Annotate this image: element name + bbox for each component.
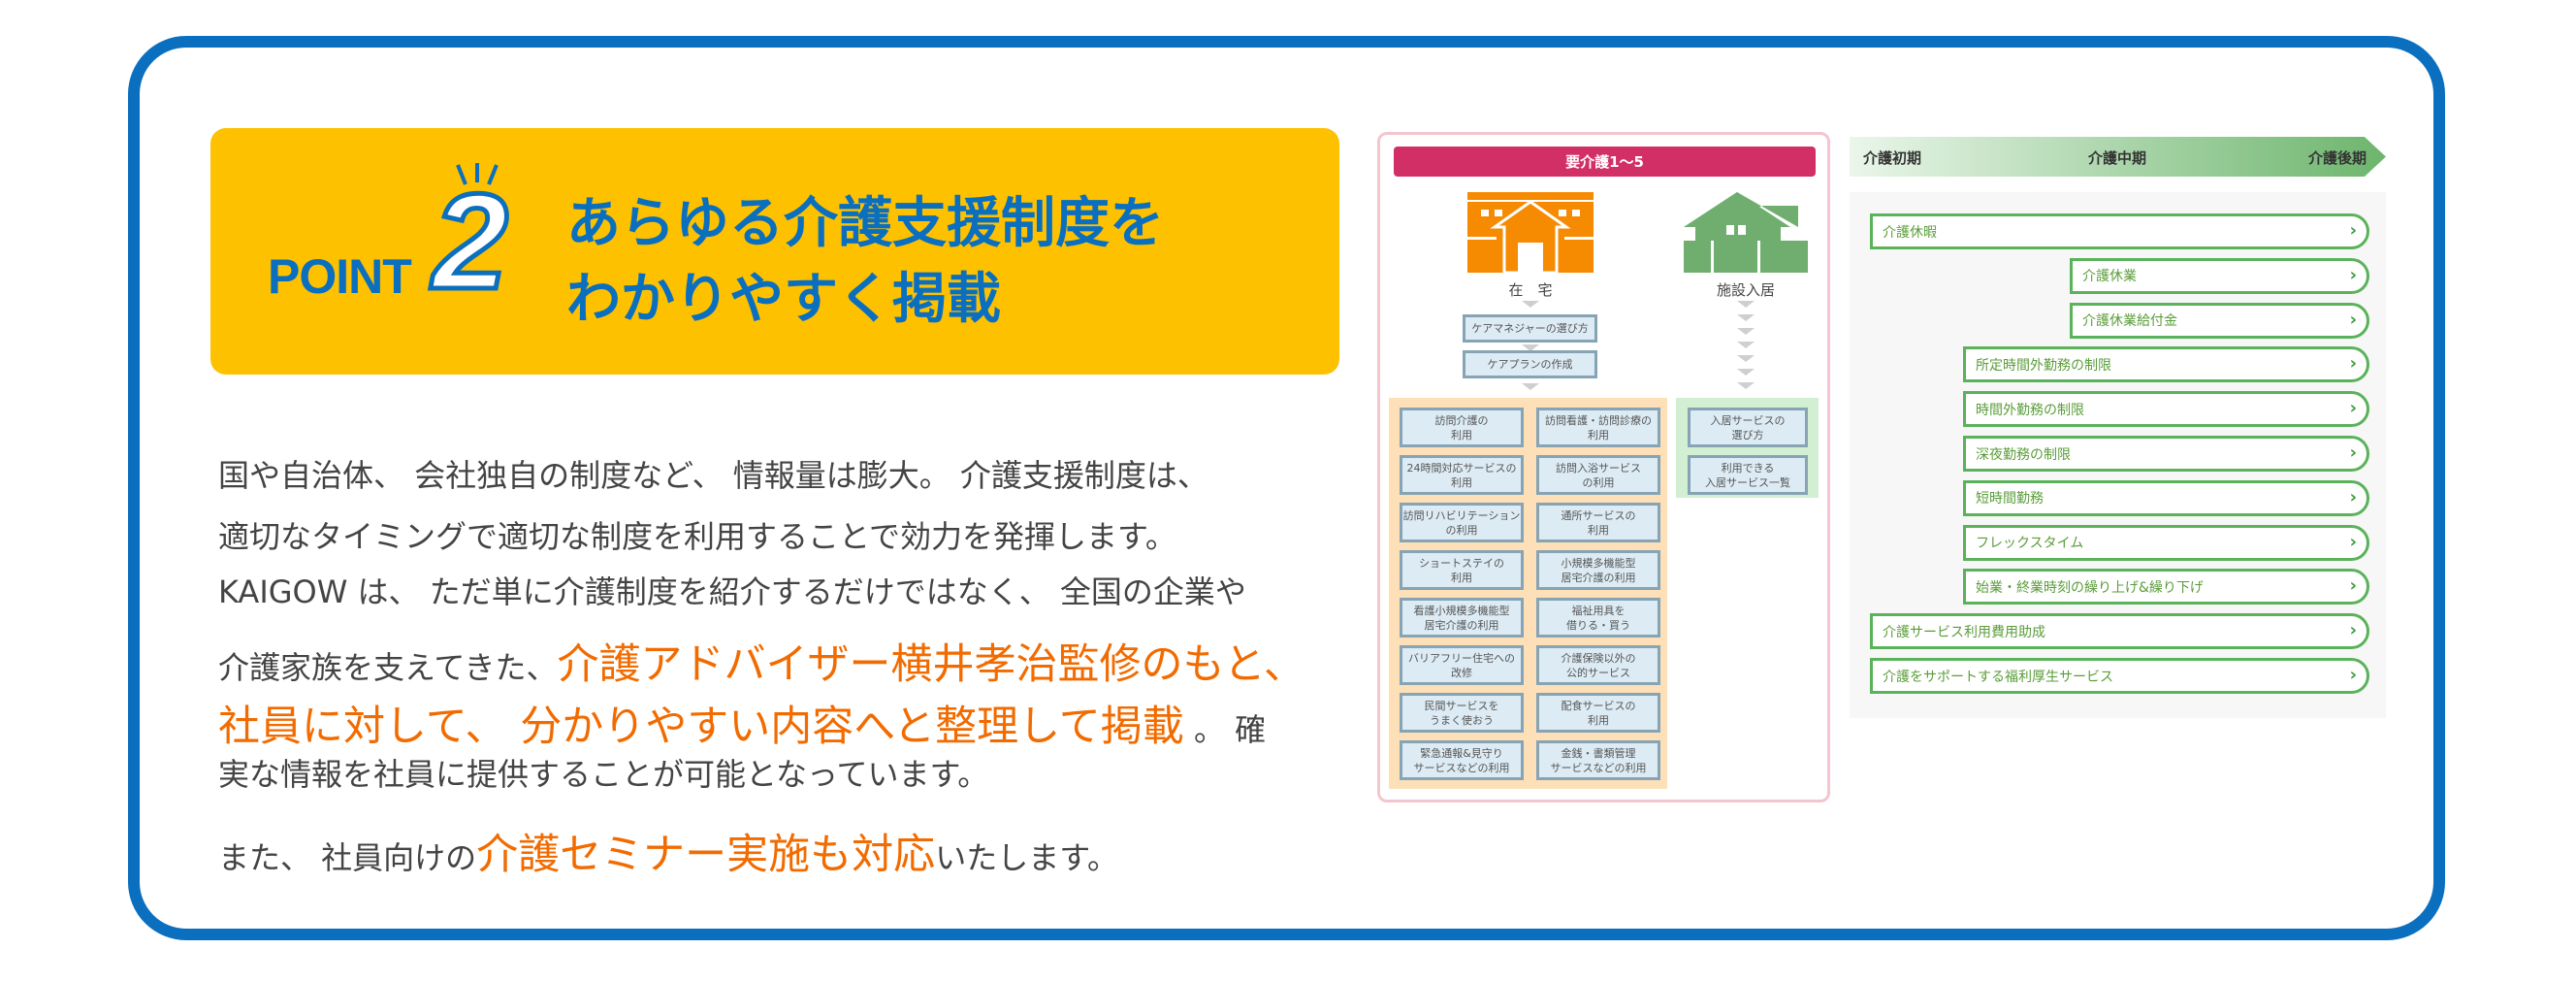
down-arrow-icon	[1737, 369, 1755, 376]
support-item-link[interactable]: 短時間勤務 ›	[1963, 479, 2369, 516]
facility-service-box[interactable]: 入居サービスの 選び方	[1688, 408, 1808, 447]
highlight-text: 介護セミナー実施も対応	[476, 831, 936, 879]
support-item-label: 介護をサポートする福利厚生サービス	[1883, 669, 2113, 685]
down-arrow-icon	[1737, 301, 1755, 308]
support-item-label: フレックスタイム	[1976, 536, 2084, 552]
chevron-right-icon: ›	[2349, 486, 2357, 507]
support-item-link[interactable]: 介護休暇 ›	[1870, 213, 2369, 249]
support-item-link[interactable]: 始業・終業時刻の繰り上げ&繰り下げ ›	[1963, 569, 2369, 606]
home-service-box[interactable]: ショートステイの 利用	[1400, 550, 1524, 590]
stage-early: 介護初期	[1863, 149, 1922, 167]
highlight-text: 社員に対して、 分かりやすい内容へと整理して掲載	[218, 703, 1184, 751]
support-item-link[interactable]: 介護休業 ›	[2070, 257, 2369, 294]
home-service-box[interactable]: 配食サービスの 利用	[1536, 693, 1660, 733]
chevron-right-icon: ›	[2349, 309, 2357, 330]
body-line: KAIGOW は、 ただ単に介護制度を紹介するだけではなく、 全国の企業や	[218, 573, 1246, 610]
support-item-label: 始業・終業時刻の繰り上げ&繰り下げ	[1976, 579, 2204, 596]
support-item-link[interactable]: 介護をサポートする福利厚生サービス ›	[1870, 658, 2369, 694]
body-line: 実な情報を社員に提供することが可能となっています。	[218, 756, 989, 793]
chevron-right-icon: ›	[2349, 575, 2357, 597]
body-text: 。 確	[1183, 711, 1267, 748]
chevron-right-icon: ›	[2349, 353, 2357, 375]
body-line: 国や自治体、 会社独自の制度など、 情報量は膨大。 介護支援制度は、	[218, 457, 1208, 494]
facility-label: 施設入居	[1716, 281, 1775, 299]
body-line: 介護家族を支えてきた、介護アドバイザー横井孝治監修のもと、	[218, 631, 1305, 691]
home-service-box[interactable]: 看護小規模多機能型 居宅介護の利用	[1400, 598, 1524, 638]
chevron-right-icon: ›	[2349, 531, 2357, 552]
support-item-label: 介護サービス利用費用助成	[1883, 624, 2045, 640]
card-frame	[128, 36, 2445, 940]
chevron-right-icon: ›	[2349, 264, 2357, 285]
home-service-box[interactable]: 訪問リハビリテーション の利用	[1400, 503, 1524, 542]
care-plan-box[interactable]: ケアプランの作成	[1463, 350, 1597, 378]
down-arrow-icon	[1737, 382, 1755, 389]
support-item-label: 深夜勤務の制限	[1976, 446, 2071, 463]
body-text: 介護家族を支えてきた、	[218, 649, 558, 686]
body-text: また、 社員向けの	[218, 839, 477, 876]
down-arrow-icon	[1522, 301, 1539, 308]
support-item-link[interactable]: フレックスタイム ›	[1963, 524, 2369, 561]
support-item-link[interactable]: 時間外勤務の制限 ›	[1963, 391, 2369, 428]
point-number: 2	[431, 163, 511, 320]
support-item-link[interactable]: 介護休業給付金 ›	[2070, 302, 2369, 339]
home-label: 在 宅	[1508, 281, 1553, 299]
home-service-box[interactable]: バリアフリー住宅への 改修	[1400, 645, 1524, 685]
support-item-link[interactable]: 介護サービス利用費用助成 ›	[1870, 613, 2369, 650]
home-service-box[interactable]: 24時間対応サービスの 利用	[1400, 455, 1524, 495]
chevron-right-icon: ›	[2349, 442, 2357, 463]
facility-house-icon	[1684, 192, 1808, 273]
support-item-label: 介護休業給付金	[2082, 313, 2177, 330]
chevron-right-icon: ›	[2349, 220, 2357, 241]
support-item-label: 所定時間外勤務の制限	[1976, 357, 2111, 374]
home-service-box[interactable]: 訪問介護の 利用	[1400, 408, 1524, 447]
facility-service-box[interactable]: 利用できる 入居サービス一覧	[1688, 455, 1808, 495]
highlight-text: 介護アドバイザー横井孝治監修のもと、	[557, 640, 1305, 689]
support-item-link[interactable]: 深夜勤務の制限 ›	[1963, 436, 2369, 472]
body-line: 社員に対して、 分かりやすい内容へと整理して掲載 。 確	[218, 693, 1266, 753]
point-label: POINT	[268, 249, 412, 304]
home-service-box[interactable]: 金銭・書類管理 サービスなどの利用	[1536, 740, 1660, 780]
sparkle-icon	[456, 163, 499, 185]
support-item-link[interactable]: 所定時間外勤務の制限 ›	[1963, 346, 2369, 383]
title-line: わかりやすく掲載	[566, 268, 1001, 331]
support-item-label: 短時間勤務	[1976, 491, 2044, 507]
stage-middle: 介護中期	[2088, 149, 2147, 167]
down-arrow-icon	[1737, 355, 1755, 362]
body-line: 適切なタイミングで適切な制度を利用することで効力を発揮します。	[218, 518, 1176, 555]
title-line: あらゆる介護支援制度を	[566, 192, 1164, 255]
chevron-right-icon: ›	[2349, 620, 2357, 641]
down-arrow-icon	[1522, 344, 1539, 351]
chevron-right-icon: ›	[2349, 665, 2357, 685]
chevron-right-icon: ›	[2349, 398, 2357, 419]
home-service-box[interactable]: 通所サービスの 利用	[1536, 503, 1660, 542]
down-arrow-icon	[1737, 342, 1755, 348]
home-service-box[interactable]: 訪問看護・訪問診療の 利用	[1536, 408, 1660, 447]
body-line: また、 社員向けの介護セミナー実施も対応いたします。	[218, 821, 1118, 881]
down-arrow-icon	[1522, 383, 1539, 390]
section-title: あらゆる介護支援制度をわかりやすく掲載	[566, 186, 1164, 338]
home-building-icon	[1467, 192, 1594, 273]
support-item-label: 介護休暇	[1883, 224, 1937, 241]
home-service-box[interactable]: 緊急通報&見守り サービスなどの利用	[1400, 740, 1524, 780]
home-service-box[interactable]: 小規模多機能型 居宅介護の利用	[1536, 550, 1660, 590]
down-arrow-icon	[1737, 328, 1755, 335]
home-service-box[interactable]: 福祉用具を 借りる・買う	[1536, 598, 1660, 638]
support-item-label: 時間外勤務の制限	[1976, 402, 2084, 418]
care-stage-bar: 介護初期 介護中期 介護後期	[1850, 137, 2386, 177]
stage-late: 介護後期	[2308, 149, 2367, 167]
home-service-box[interactable]: 訪問入浴サービス の利用	[1536, 455, 1660, 495]
care-flow-diagram	[1377, 132, 1830, 802]
body-text: いたします。	[935, 839, 1118, 876]
care-level-banner: 要介護1～5	[1394, 147, 1816, 177]
down-arrow-icon	[1737, 314, 1755, 321]
home-service-box[interactable]: 民間サービスを うまく使おう	[1400, 693, 1524, 733]
support-item-label: 介護休業	[2082, 269, 2137, 285]
home-service-box[interactable]: 介護保険以外の 公的サービス	[1536, 645, 1660, 685]
care-manager-box[interactable]: ケアマネジャーの選び方	[1463, 314, 1597, 343]
point-banner	[210, 128, 1339, 375]
